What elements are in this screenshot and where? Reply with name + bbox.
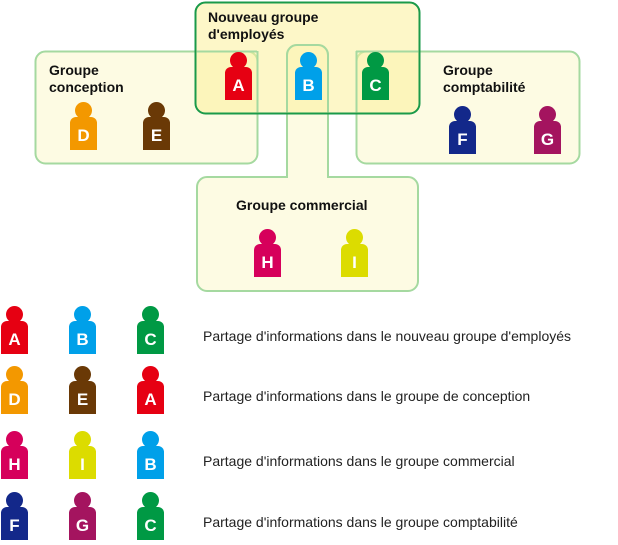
- person-letter: I: [341, 244, 368, 277]
- group-diagram: [34, 1, 581, 292]
- person-icon-i: I: [341, 229, 368, 277]
- person-letter: G: [69, 507, 96, 540]
- person-head-icon: [6, 431, 23, 448]
- person-head-icon: [539, 106, 556, 123]
- legend-row-text: Partage d'informations dans le groupe co…: [203, 453, 515, 469]
- person-letter: B: [137, 446, 164, 479]
- legend-row-text: Partage d'informations dans le groupe de…: [203, 388, 531, 404]
- person-head-icon: [230, 52, 247, 69]
- legend-person-icon-c: C: [137, 492, 164, 540]
- person-letter: C: [362, 67, 389, 100]
- person-head-icon: [74, 366, 91, 383]
- legend-person-icon-b: B: [137, 431, 164, 479]
- person-icon-c: C: [362, 52, 389, 100]
- legend-person-icon-c: C: [137, 306, 164, 354]
- legend-row-text: Partage d'informations dans le groupe co…: [203, 514, 518, 530]
- person-letter: D: [1, 381, 28, 414]
- person-letter: H: [254, 244, 281, 277]
- person-letter: F: [449, 121, 476, 154]
- person-letter: A: [225, 67, 252, 100]
- person-head-icon: [346, 229, 363, 246]
- person-head-icon: [142, 366, 159, 383]
- person-icon-g: G: [534, 106, 561, 154]
- person-letter: B: [295, 67, 322, 100]
- person-head-icon: [74, 431, 91, 448]
- person-icon-e: E: [143, 102, 170, 150]
- person-head-icon: [142, 306, 159, 323]
- person-head-icon: [454, 106, 471, 123]
- legend-person-icon-f: F: [1, 492, 28, 540]
- legend-person-icon-a: A: [137, 366, 164, 414]
- person-head-icon: [6, 306, 23, 323]
- person-head-icon: [142, 431, 159, 448]
- person-icon-d: D: [70, 102, 97, 150]
- legend-person-icon-g: G: [69, 492, 96, 540]
- person-head-icon: [142, 492, 159, 509]
- person-letter: D: [70, 117, 97, 150]
- person-letter: A: [1, 321, 28, 354]
- person-letter: H: [1, 446, 28, 479]
- legend-row-text: Partage d'informations dans le nouveau g…: [203, 328, 572, 344]
- person-icon-h: H: [254, 229, 281, 277]
- new-group-label: Nouveau groupe d'employés: [208, 9, 319, 42]
- person-icon-f: F: [449, 106, 476, 154]
- person-icon-b: B: [295, 52, 322, 100]
- person-head-icon: [367, 52, 384, 69]
- person-head-icon: [74, 306, 91, 323]
- person-letter: E: [69, 381, 96, 414]
- person-letter: G: [534, 121, 561, 154]
- person-letter: F: [1, 507, 28, 540]
- person-head-icon: [259, 229, 276, 246]
- person-head-icon: [74, 492, 91, 509]
- person-letter: C: [137, 321, 164, 354]
- person-letter: I: [69, 446, 96, 479]
- person-head-icon: [300, 52, 317, 69]
- person-icon-a: A: [225, 52, 252, 100]
- person-letter: C: [137, 507, 164, 540]
- legend-person-icon-d: D: [1, 366, 28, 414]
- person-letter: E: [143, 117, 170, 150]
- legend-person-icon-i: I: [69, 431, 96, 479]
- person-letter: B: [69, 321, 96, 354]
- person-head-icon: [148, 102, 165, 119]
- legend-person-icon-a: A: [1, 306, 28, 354]
- person-head-icon: [6, 366, 23, 383]
- legend-person-icon-h: H: [1, 431, 28, 479]
- person-head-icon: [6, 492, 23, 509]
- comptabilite-group-label: Groupe comptabilité: [443, 62, 526, 95]
- person-head-icon: [75, 102, 92, 119]
- legend-person-icon-e: E: [69, 366, 96, 414]
- person-letter: A: [137, 381, 164, 414]
- commercial-group-label: Groupe commercial: [236, 197, 368, 213]
- legend-person-icon-b: B: [69, 306, 96, 354]
- conception-group-label: Groupe conception: [49, 62, 124, 95]
